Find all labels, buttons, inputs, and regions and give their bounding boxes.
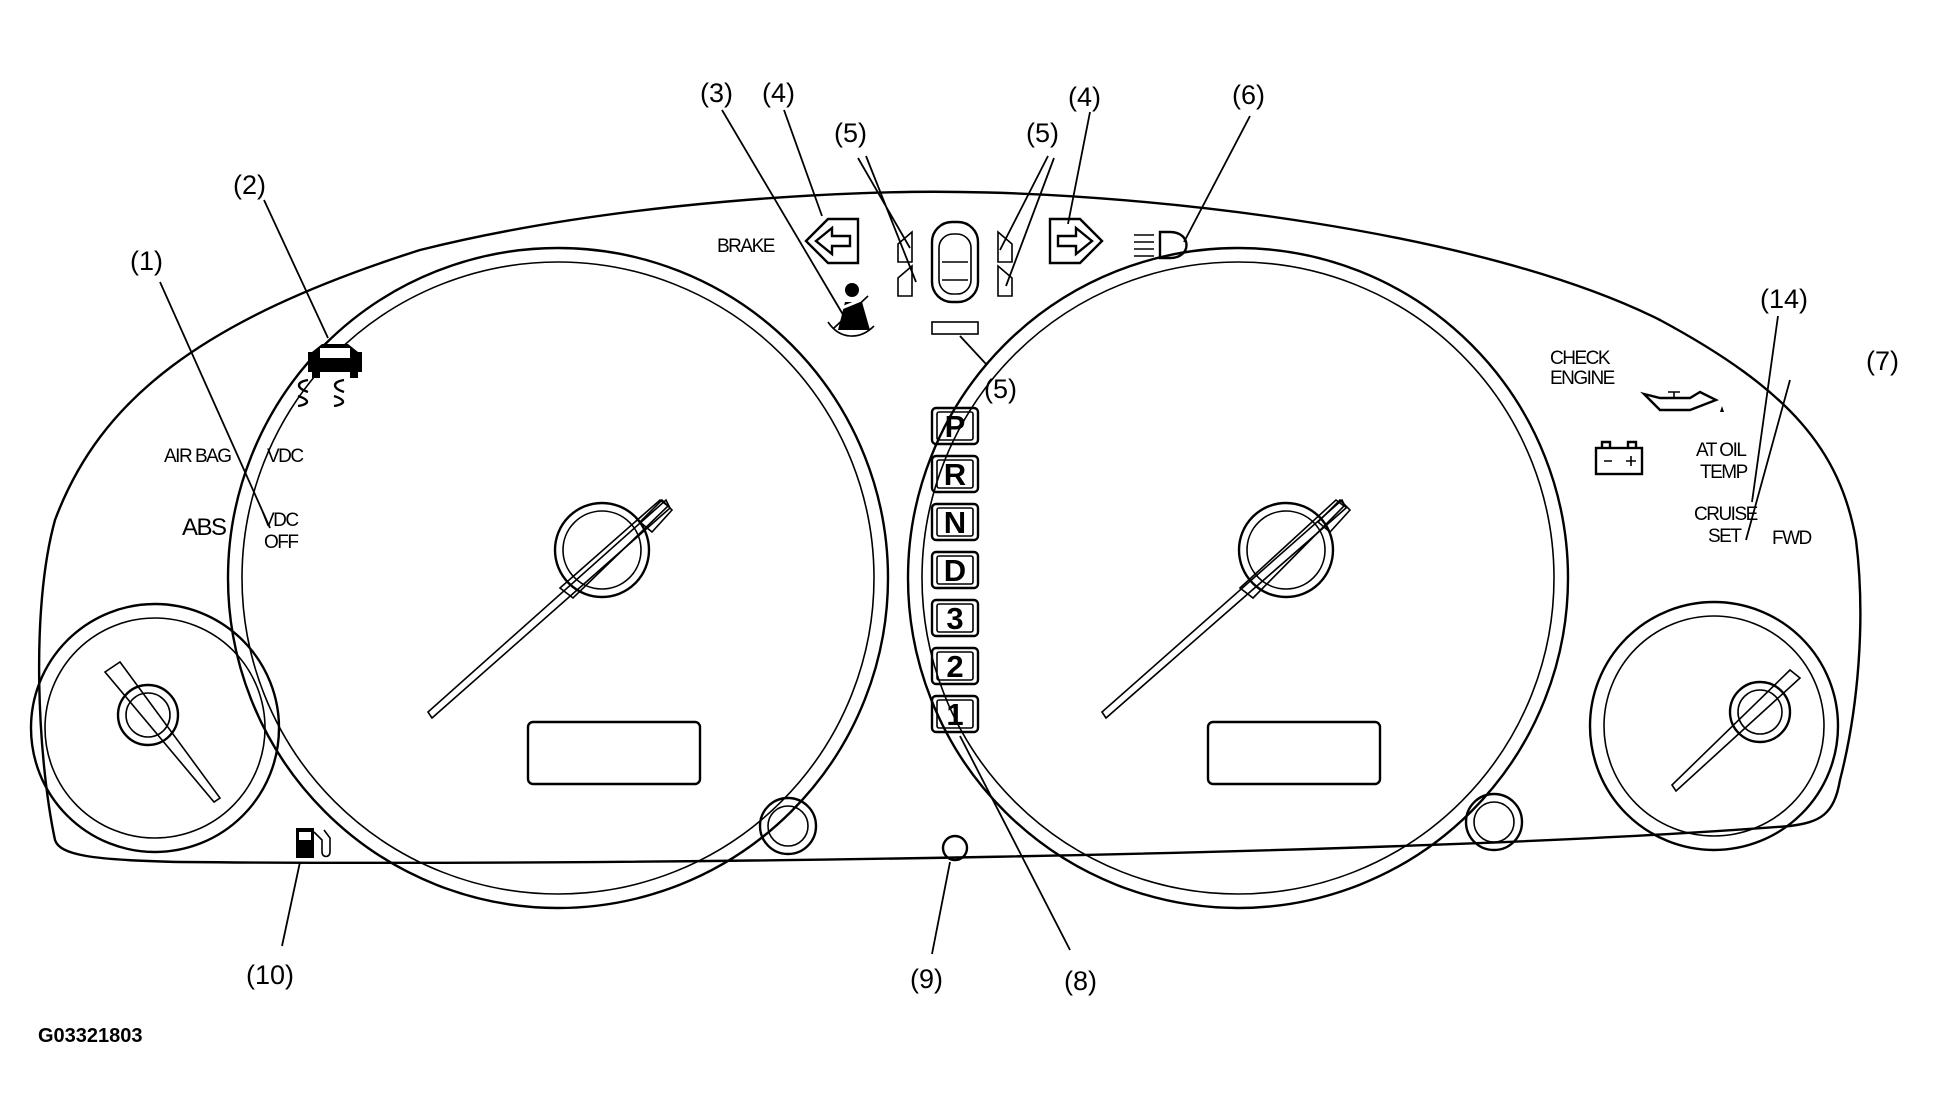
gear-label-3: 3 bbox=[946, 601, 963, 636]
cruise-set-label-line1: CRUISE bbox=[1694, 504, 1758, 525]
left-large-gauge bbox=[226, 246, 890, 910]
callout-9: (9) bbox=[910, 964, 943, 994]
callout-1: (1) bbox=[130, 246, 163, 276]
check-engine-label-line1: CHECK bbox=[1550, 348, 1611, 369]
at-oil-temp-label-line2: TEMP bbox=[1700, 462, 1748, 483]
callout-7: (7) bbox=[1866, 346, 1899, 376]
vdc-label: VDC bbox=[267, 446, 303, 467]
cluster-outline bbox=[37, 190, 1862, 865]
door-open-car-icon bbox=[897, 220, 1013, 335]
air-bag-label: AIR BAG bbox=[164, 446, 231, 467]
fwd-label: FWD bbox=[1772, 528, 1812, 549]
callout-5-right: (5) bbox=[1026, 118, 1059, 148]
right-large-gauge bbox=[906, 246, 1570, 910]
skid-car-icon bbox=[297, 344, 362, 408]
right-small-gauge bbox=[1588, 600, 1840, 852]
brake-label: BRAKE bbox=[717, 236, 775, 257]
callout-6: (6) bbox=[1232, 80, 1265, 110]
left-small-gauge bbox=[29, 602, 281, 854]
gear-box-inner-1 bbox=[936, 699, 974, 729]
turn-signal-left-icon bbox=[804, 217, 860, 265]
gear-box-inner-N bbox=[936, 507, 974, 537]
fuel-pump-icon bbox=[296, 828, 331, 858]
callout-14: (14) bbox=[1760, 284, 1808, 314]
callout-4-right: (4) bbox=[1068, 82, 1101, 112]
battery-icon bbox=[1594, 440, 1644, 476]
figure-code: G03321803 bbox=[38, 1025, 143, 1047]
leader-lines bbox=[159, 109, 1791, 955]
cruise-set-label-line2: SET bbox=[1708, 526, 1742, 547]
callout-3: (3) bbox=[700, 78, 733, 108]
vdc-off-label-line1: VDC bbox=[262, 510, 298, 531]
gear-box-N bbox=[930, 502, 980, 542]
gear-label-N: N bbox=[944, 505, 966, 540]
callout-4-left: (4) bbox=[762, 78, 795, 108]
gear-box-2 bbox=[930, 646, 980, 686]
check-engine-label-line2: ENGINE bbox=[1550, 368, 1615, 389]
indicator-light bbox=[941, 834, 969, 862]
gear-box-inner-D bbox=[936, 555, 974, 585]
gear-box-R bbox=[930, 454, 980, 494]
seatbelt-warning-icon bbox=[827, 283, 875, 337]
vdc-off-label-line2: OFF bbox=[264, 532, 298, 553]
gear-box-inner-3 bbox=[936, 603, 974, 633]
callout-8: (8) bbox=[1064, 966, 1097, 996]
gear-box-1 bbox=[930, 694, 980, 734]
gear-box-inner-2 bbox=[936, 651, 974, 681]
callout-5-bottom: (5) bbox=[984, 374, 1017, 404]
at-oil-temp-label-line1: AT OIL bbox=[1696, 440, 1746, 461]
callout-10: (10) bbox=[246, 960, 294, 990]
gear-box-inner-P bbox=[936, 411, 974, 441]
high-beam-icon bbox=[1134, 230, 1188, 260]
callout-2: (2) bbox=[233, 170, 266, 200]
callout-5-left: (5) bbox=[834, 118, 867, 148]
gear-box-P bbox=[930, 406, 980, 446]
abs-label: ABS bbox=[182, 514, 226, 541]
gear-box-D bbox=[930, 550, 980, 590]
gear-label-2: 2 bbox=[946, 649, 963, 684]
turn-signal-right-icon bbox=[1048, 217, 1104, 265]
gear-label-1: 1 bbox=[946, 697, 963, 732]
gear-label-D: D bbox=[944, 553, 966, 588]
gear-label-P: P bbox=[945, 409, 966, 444]
gear-label-R: R bbox=[944, 457, 966, 492]
gear-box-3 bbox=[930, 598, 980, 638]
oil-can-icon bbox=[1640, 390, 1724, 412]
gear-box-inner-R bbox=[936, 459, 974, 489]
